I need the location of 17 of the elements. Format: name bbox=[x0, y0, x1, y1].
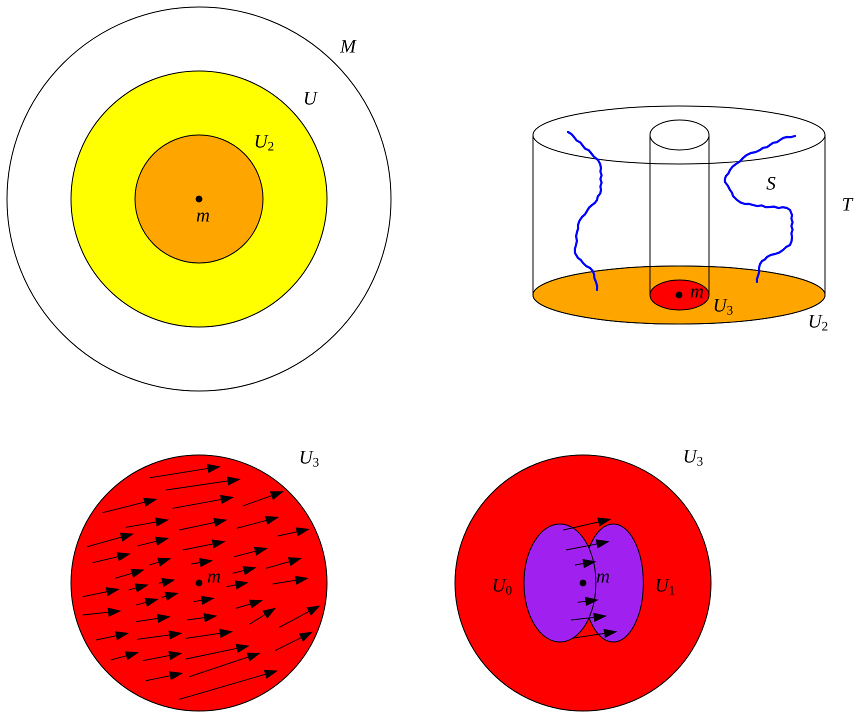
region-label: U bbox=[303, 90, 317, 108]
region-label: M bbox=[340, 38, 356, 56]
circle-region bbox=[70, 70, 328, 328]
region-label: U$_{0}$ bbox=[492, 576, 512, 596]
point-label: m bbox=[596, 568, 610, 586]
region-label: U$_{3}$ bbox=[298, 448, 320, 468]
point-label: m bbox=[690, 282, 704, 302]
region-label: U$_{2}$ bbox=[254, 132, 274, 152]
region-label: T bbox=[842, 196, 852, 214]
region-label: U$_{1}$ bbox=[654, 576, 676, 596]
region-label: U$_{3}$ bbox=[682, 448, 704, 466]
point-label: m bbox=[207, 568, 221, 586]
region-label: U$_{2}$ bbox=[808, 312, 828, 332]
circle-region bbox=[6, 6, 392, 392]
point-label: m bbox=[196, 206, 210, 226]
set-label: S bbox=[766, 174, 776, 194]
region-label: U$_{3}$ bbox=[712, 296, 734, 316]
